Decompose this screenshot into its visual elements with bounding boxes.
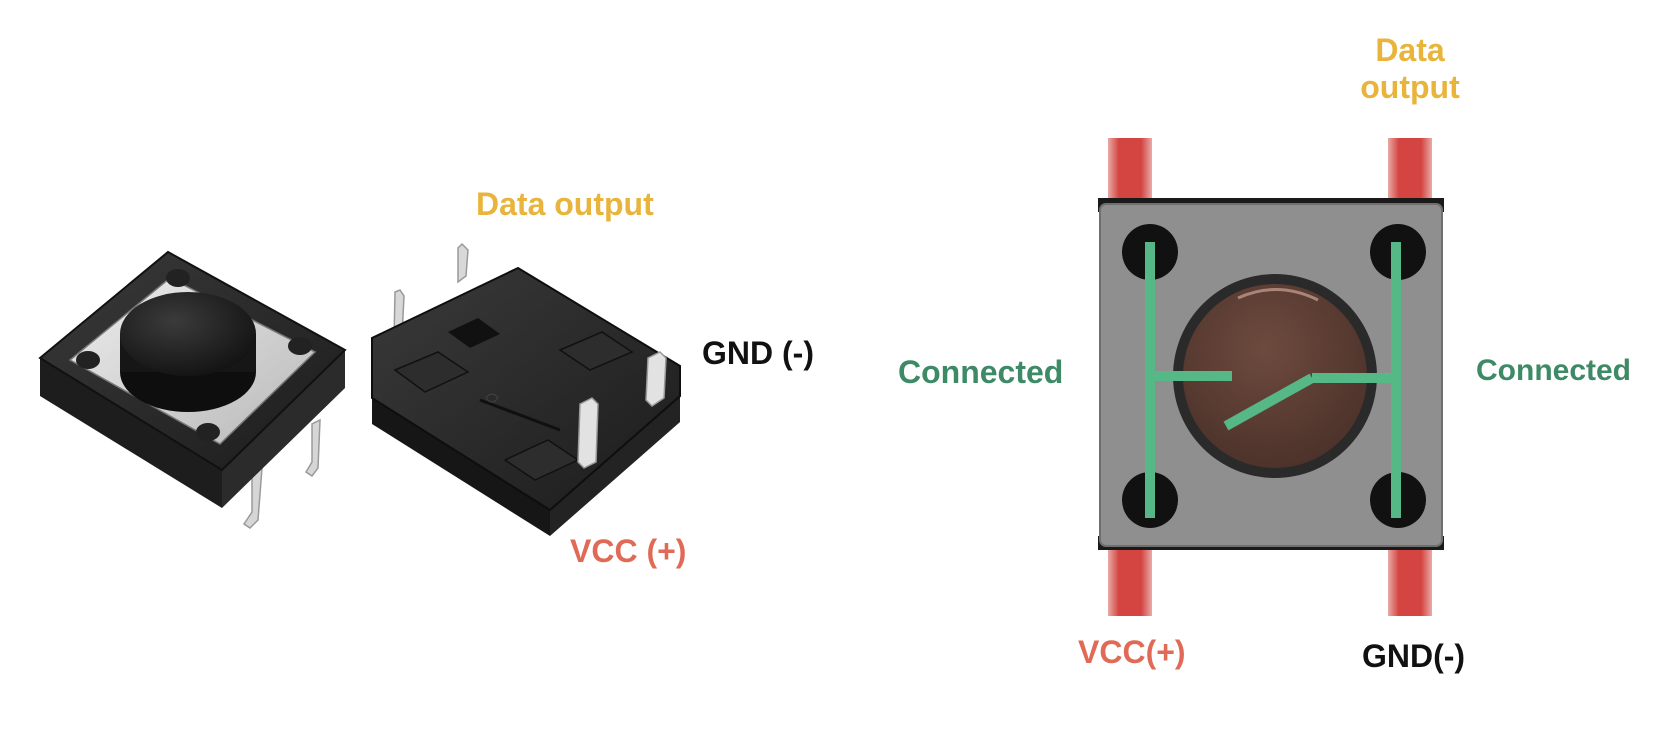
tactile-switch-photo-bottom: [371, 242, 681, 536]
pin-bottom-right: [1388, 548, 1432, 616]
photo-label-data-output: Data output: [476, 186, 654, 222]
pin-bottom-left: [1108, 548, 1152, 616]
schematic-label-data-output: Data output: [1340, 32, 1480, 106]
photo-label-vcc: VCC (+): [570, 533, 687, 569]
tactile-switch-photo-top: [38, 250, 347, 529]
pin-top-left: [1108, 138, 1152, 206]
schematic-label-data-output-line2: output: [1360, 68, 1460, 105]
schematic-label-data-output-line1: Data: [1375, 32, 1445, 68]
schematic-label-vcc: VCC(+): [1078, 634, 1186, 670]
schematic-label-connected-right: Connected: [1476, 354, 1632, 387]
schematic-label-connected-left: Connected: [898, 354, 1064, 390]
photo-label-gnd: GND (-): [702, 335, 814, 371]
schematic-label-gnd: GND(-): [1362, 638, 1466, 674]
switch-circuit-traces: [1145, 242, 1401, 518]
tactile-switch-schematic: [1098, 138, 1444, 616]
pin-top-right: [1388, 138, 1432, 206]
